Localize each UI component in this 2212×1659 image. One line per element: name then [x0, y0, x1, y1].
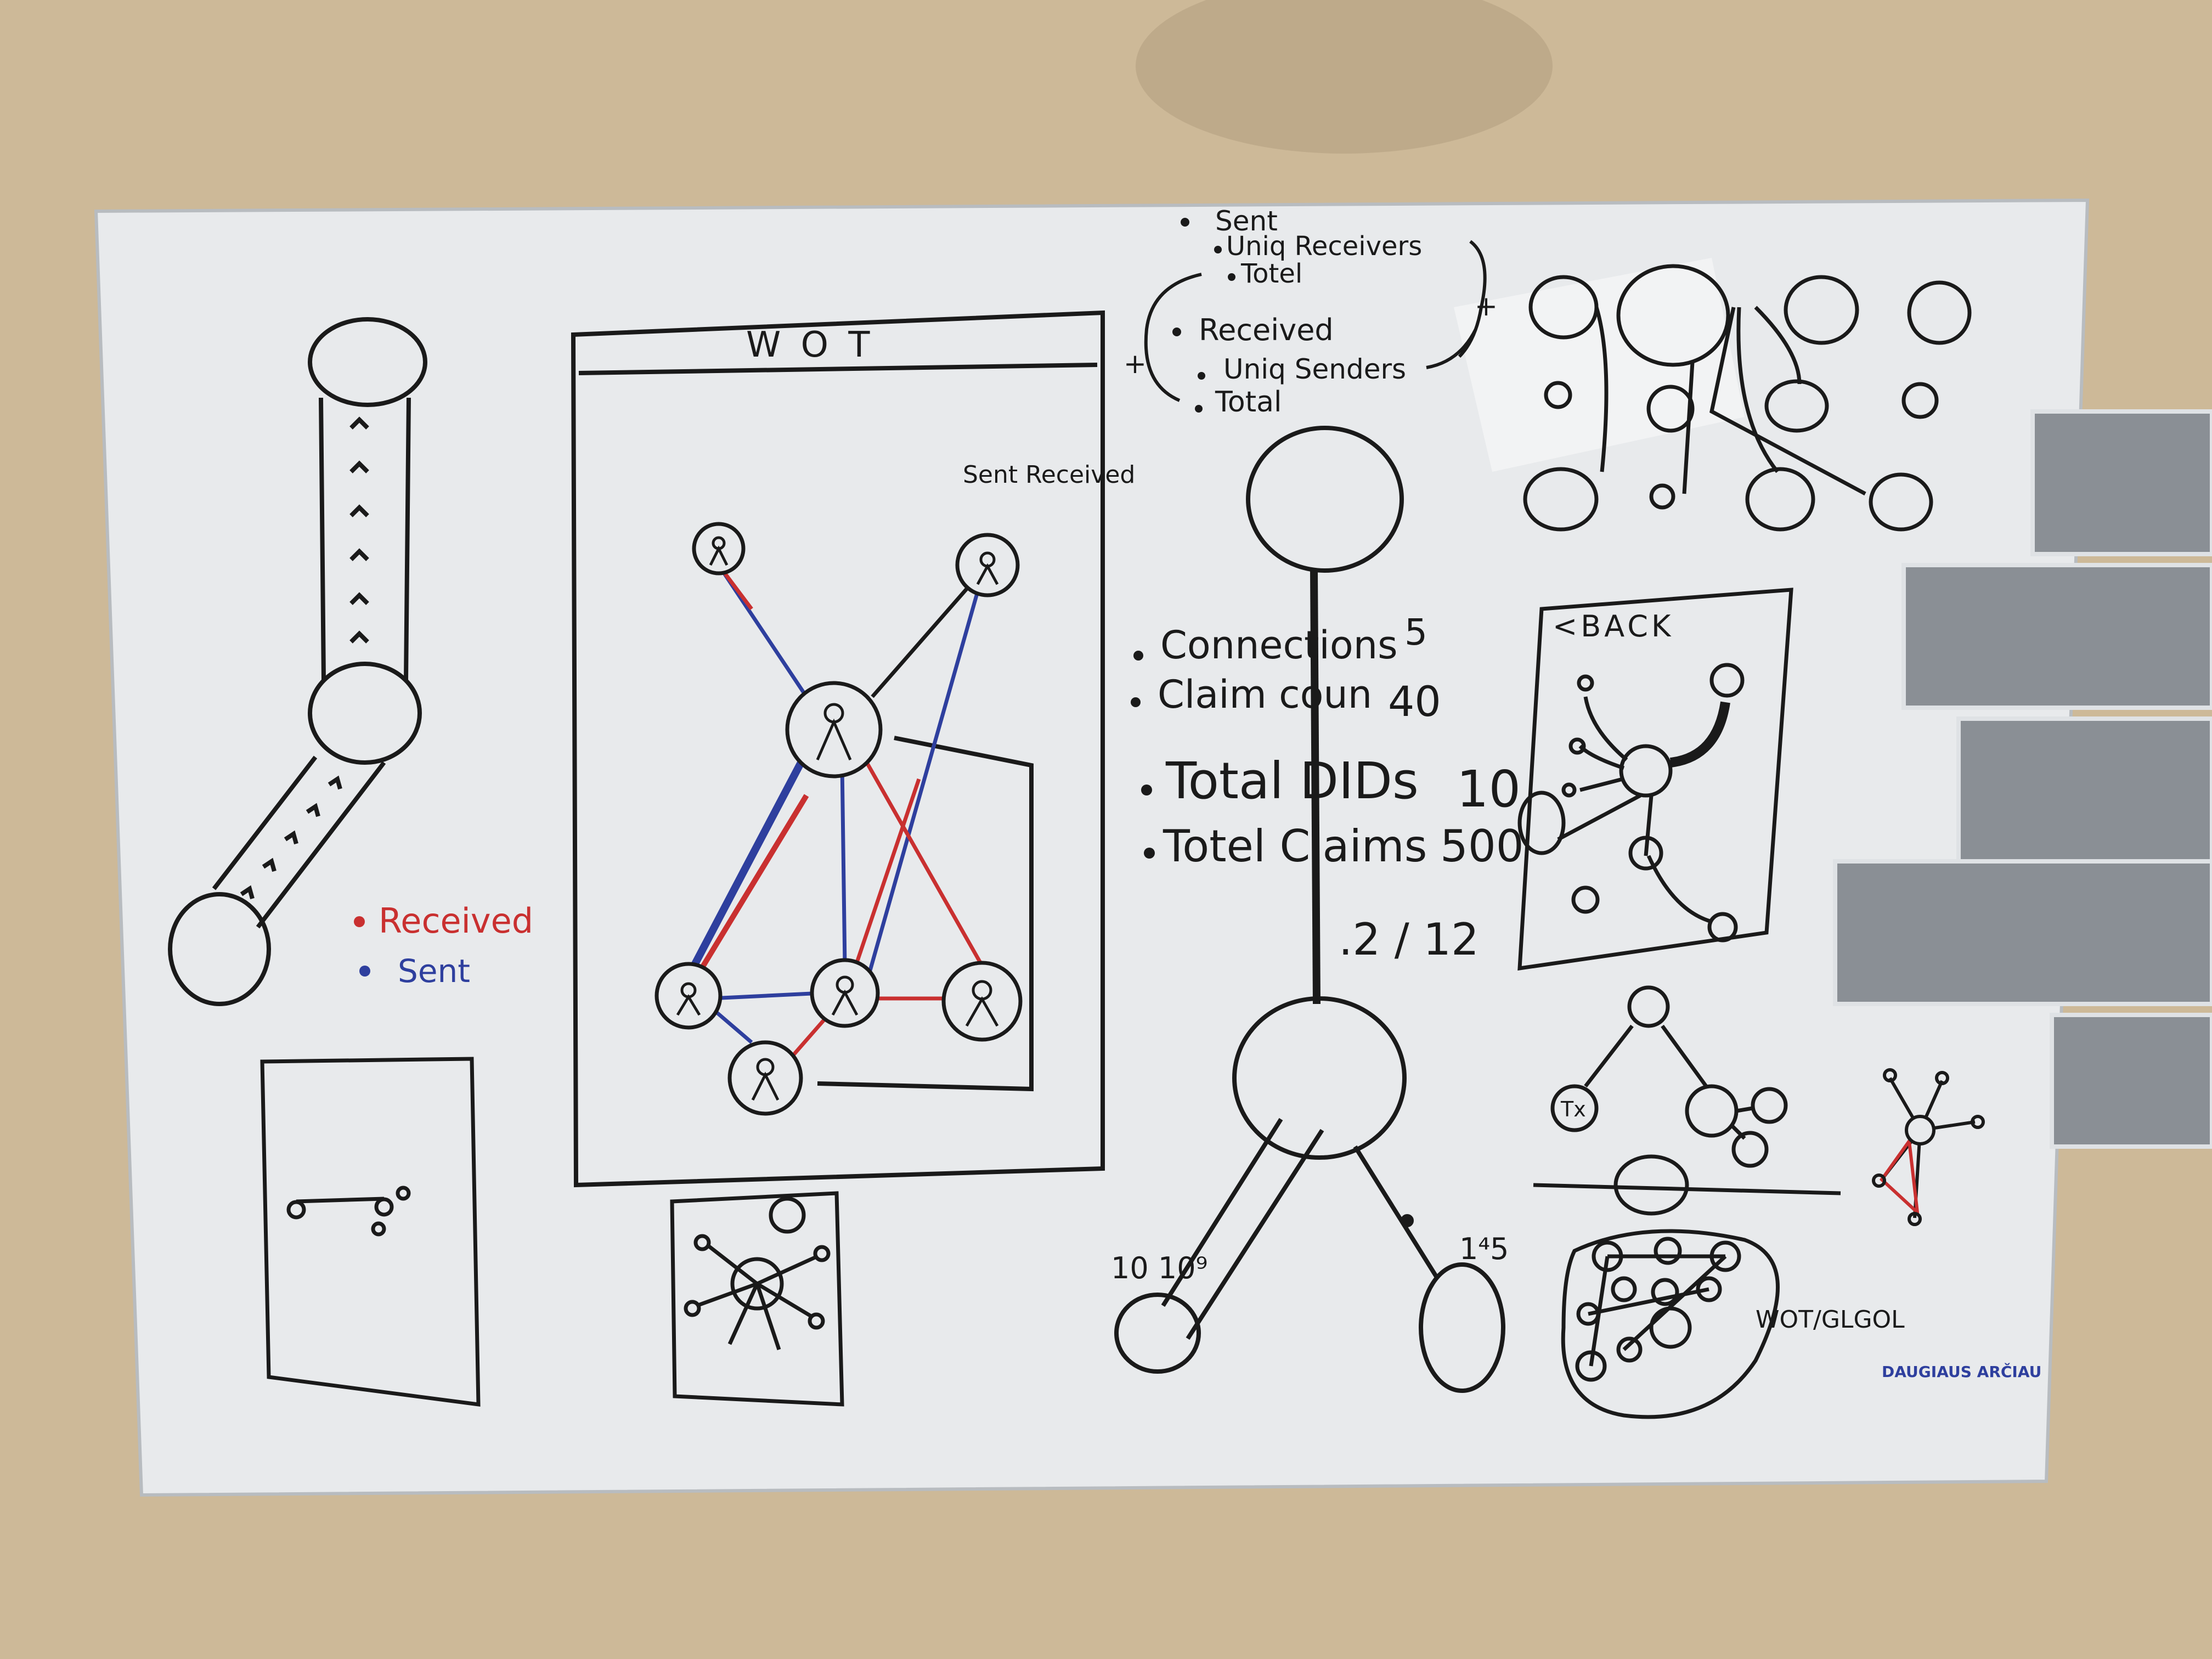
wot-mockup [571, 310, 1105, 1188]
signature: DAUGIAUS ARČIAU [1882, 1362, 2041, 1381]
back-label: <BACK [1553, 609, 1674, 644]
whiteboard [94, 198, 2090, 1497]
tx-triangle-diagram [1550, 985, 1788, 1168]
edge-label-right: 1⁴5 [1459, 1232, 1509, 1266]
note-total-1: Totel [1240, 258, 1302, 289]
line-node-diagram [1533, 1154, 1841, 1216]
stat-total-claims-value: 500 [1440, 821, 1524, 872]
stat-claim-count-value: 40 [1388, 677, 1441, 726]
note-sent: Sent [1215, 205, 1278, 237]
mirror-tiles [1833, 409, 2212, 1149]
stat-total-dids-value: 10 [1457, 760, 1521, 819]
wot-global-label: WOT/GLGOL [1756, 1306, 1905, 1334]
stat-claim-count-label: Claim coun [1158, 672, 1372, 717]
wot-title: W O T [746, 325, 874, 365]
star-diagram [1872, 1068, 1985, 1226]
note-received: Received [1199, 313, 1334, 347]
sent-received-label: Sent Received [963, 461, 1135, 489]
phone-sketch-box [260, 1057, 481, 1407]
wot-global-cluster [1561, 1229, 1780, 1419]
back-screen-mockup [1517, 588, 1793, 971]
ceiling-shadow [1136, 0, 1553, 154]
wot-node [727, 1040, 803, 1116]
legend-sent-dot [359, 966, 370, 977]
central-node-diagram [1114, 426, 1505, 1393]
stat-total-claims-label: Totel Claims [1163, 821, 1427, 872]
wot-graph-nodes [654, 522, 1023, 1116]
legend-received-dot [354, 916, 365, 927]
stat-total-dids-label: Total DIDs [1165, 752, 1419, 810]
note-uniq-receivers: Uniq Receivers [1226, 231, 1422, 262]
note-plus-left: + [1124, 348, 1147, 380]
stat-connections-value: 5 [1404, 611, 1427, 653]
note-plus-right: + [1475, 290, 1498, 322]
note-total-2: Total [1215, 386, 1282, 419]
cluster-sketch-box [670, 1191, 844, 1407]
stat-ratio: .2 / 12 [1339, 914, 1479, 965]
stat-connections-label: Connections [1160, 623, 1398, 668]
bubble-network [1523, 264, 1972, 532]
wot-person-icons [676, 536, 999, 1101]
tx-label: Tx [1560, 1097, 1586, 1121]
stats-list: Connections 5 Claim coun 40 Total DIDs 1… [1131, 611, 1524, 965]
sent-received-notes: Sent Uniq Receivers Totel Received Uniq … [1124, 205, 1498, 419]
pipe-drawing [168, 317, 427, 1006]
legend-sent-label: Sent [398, 952, 470, 990]
edge-label-left: 10 10⁹ [1111, 1251, 1207, 1285]
note-uniq-senders: Uniq Senders [1223, 353, 1406, 385]
wot-node [785, 681, 883, 778]
legend-received-label: Received [379, 901, 533, 941]
board-glare [1454, 258, 1745, 472]
